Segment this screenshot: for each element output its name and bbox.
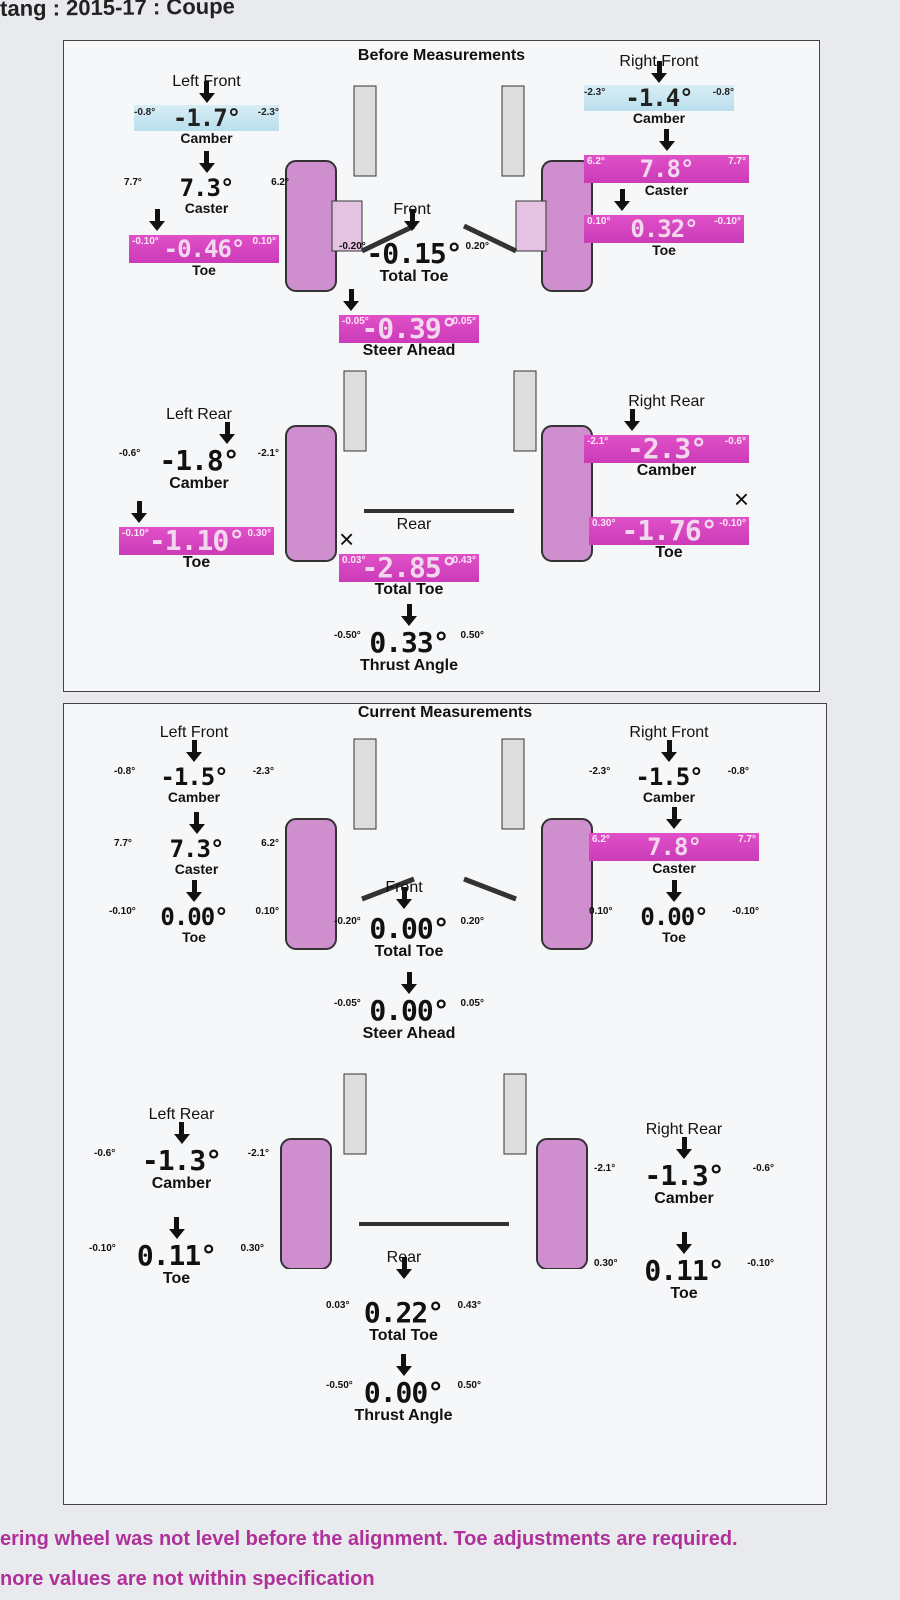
out-of-spec-x-icon: × [733, 484, 749, 514]
before-lf-camber: Left Front -0.8°-1.7°-2.3° Camber [134, 73, 279, 146]
current-front-total-toe: -0.20°0.00°0.20° Total Toe [334, 912, 484, 960]
before-rear-label: Rear [396, 516, 432, 533]
page-header: tang : 2015-17 : Coupe [0, 0, 235, 21]
current-rf-header: Right Front [629, 724, 709, 741]
current-thrust-angle: -0.50°0.00°0.50° Thrust Angle [326, 1354, 481, 1424]
current-lr-toe: -0.10°0.11°0.30° Toe [89, 1217, 264, 1287]
front-suspension-illustration [285, 85, 593, 292]
before-rr-camber: Right Rear -2.1°-2.3°-0.6° Camber [584, 393, 749, 479]
current-rr-header: Right Rear [645, 1121, 723, 1138]
current-rf-camber: Right Front -2.3°-1.5°-0.8° Camber [589, 724, 749, 805]
before-rf-caster: 6.2°7.8°7.7° Caster [584, 129, 749, 198]
before-steer-ahead: -0.05°-0.39°0.05° Steer Ahead [339, 289, 479, 359]
current-rf-caster: 6.2°7.8°7.7° Caster [589, 807, 759, 876]
current-steer-ahead: -0.05°0.00°0.05° Steer Ahead [334, 972, 484, 1042]
current-measurements-panel: Current Measurements Front Left Front -0… [63, 703, 827, 1505]
current-front-label: Front [374, 879, 434, 909]
before-rf-camber: Right Front -2.3°-1.4°-0.8° Camber [584, 53, 734, 126]
before-thrust-angle: -0.50°0.33°0.50° Thrust Angle [334, 604, 484, 674]
before-lr-camber: Left Rear -0.6°-1.8°-2.1° Camber [119, 406, 279, 492]
before-lf-toe: -0.10°-0.46°0.10° Toe [129, 209, 279, 278]
before-front-total-toe: -0.20°-0.15°0.20° Total Toe [339, 237, 489, 285]
footer-note-1: ering wheel was not level before the ali… [0, 1528, 738, 1550]
current-lf-camber: Left Front -0.8°-1.5°-2.3° Camber [114, 724, 274, 805]
before-measurements-panel: Before Measurements Front Left Front -0.… [63, 40, 820, 692]
before-title: Before Measurements [357, 47, 526, 64]
before-front-label: Front [382, 201, 442, 231]
front-suspension-illustration [285, 738, 593, 950]
current-rr-toe: 0.30°0.11°-0.10° Toe [594, 1232, 774, 1302]
rear-suspension-illustration [280, 1073, 588, 1269]
rear-suspension-illustration [285, 370, 593, 562]
before-lf-caster: 7.7°7.3°6.2° Caster [124, 151, 289, 216]
current-rear-total-toe: 0.03°0.22°0.43° Total Toe [326, 1296, 481, 1344]
current-rf-toe: 0.10°0.00°-0.10° Toe [589, 880, 759, 945]
before-rear-total-toe: × 0.03°-2.85°0.43° Total Toe [339, 524, 479, 598]
current-lr-camber: Left Rear -0.6°-1.3°-2.1° Camber [94, 1106, 269, 1192]
before-lr-toe: -0.10°-1.10°0.30° Toe [119, 501, 274, 571]
before-rr-header: Right Rear [628, 393, 705, 410]
current-rear-label: Rear [374, 1249, 434, 1279]
current-lf-caster: 7.7°7.3°6.2° Caster [114, 812, 279, 877]
current-lr-header: Left Rear [148, 1106, 215, 1123]
current-rr-camber: Right Rear -2.1°-1.3°-0.6° Camber [594, 1121, 774, 1207]
footer-note-2: nore values are not within specification [0, 1568, 375, 1590]
current-lf-toe: -0.10°0.00°0.10° Toe [109, 880, 279, 945]
current-lf-header: Left Front [159, 724, 229, 741]
current-title: Current Measurements [357, 704, 533, 721]
before-rf-toe: 0.10°0.32°-0.10° Toe [584, 189, 744, 258]
out-of-spec-x-icon: × [339, 524, 355, 554]
before-lr-header: Left Rear [166, 406, 232, 423]
before-rr-toe: × 0.30°-1.76°-0.10° Toe [589, 484, 749, 561]
